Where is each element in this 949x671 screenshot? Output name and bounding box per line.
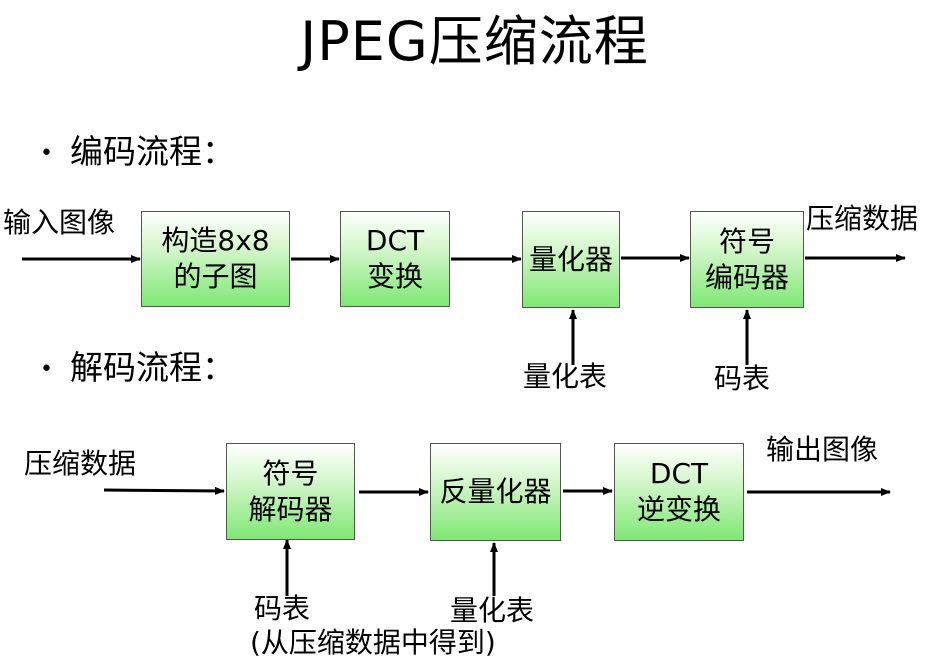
decode-output-label: 输出图像 bbox=[766, 433, 879, 466]
block-inverse-dct: DCT 逆变换 bbox=[614, 443, 744, 541]
block-symbol-decoder: 符号 解码器 bbox=[226, 443, 355, 540]
block-label: DCT bbox=[649, 457, 709, 490]
block-label: 符号 bbox=[718, 224, 775, 258]
decode-section-heading: • 解码流程： bbox=[40, 348, 235, 390]
encode-section-heading: • 编码流程： bbox=[40, 132, 235, 174]
bullet-icon: • bbox=[40, 357, 53, 382]
block-symbol-encoder: 符号 编码器 bbox=[690, 211, 804, 308]
block-label: 符号 bbox=[262, 456, 319, 490]
encode-code-table-label: 码表 bbox=[714, 362, 771, 395]
block-label: 的子图 bbox=[173, 260, 258, 293]
decode-code-table-note: (从压缩数据中得到) bbox=[250, 626, 496, 659]
block-dct: DCT 变换 bbox=[340, 211, 450, 307]
decode-input-label: 压缩数据 bbox=[24, 447, 137, 480]
encode-heading-text: 编码流程： bbox=[70, 132, 235, 171]
encode-quant-table-label: 量化表 bbox=[523, 360, 608, 393]
decode-code-table-label: 码表 bbox=[254, 592, 311, 625]
block-dequantizer: 反量化器 bbox=[430, 443, 561, 541]
arrow-compressed-to-decoder bbox=[103, 486, 225, 495]
decode-heading-text: 解码流程： bbox=[70, 348, 235, 387]
block-label: 逆变换 bbox=[636, 493, 721, 526]
block-label: 变换 bbox=[366, 260, 423, 293]
block-label: 构造8x8 bbox=[161, 224, 270, 257]
block-label: 量化器 bbox=[528, 242, 613, 276]
decode-quant-table-label: 量化表 bbox=[450, 594, 535, 627]
block-label: 解码器 bbox=[248, 492, 333, 526]
block-label: DCT bbox=[365, 224, 425, 257]
block-label: 反量化器 bbox=[439, 475, 552, 508]
page-title: JPEG压缩流程 bbox=[300, 10, 649, 73]
block-quantizer: 量化器 bbox=[522, 211, 620, 308]
block-label: 编码器 bbox=[704, 260, 789, 294]
block-subimage: 构造8x8 的子图 bbox=[141, 211, 290, 307]
bullet-icon: • bbox=[40, 141, 53, 166]
encode-input-label: 输入图像 bbox=[3, 206, 116, 239]
encode-output-label: 压缩数据 bbox=[806, 202, 919, 235]
